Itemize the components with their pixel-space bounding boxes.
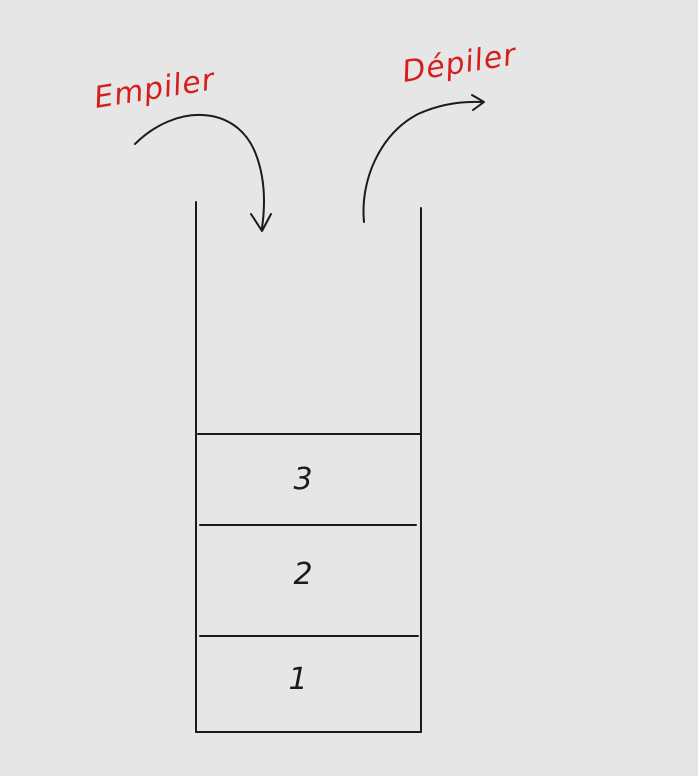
pop-arrow-curve (362, 100, 483, 223)
stack-item-label: 2 (293, 557, 312, 592)
stack-item-label: 1 (288, 662, 307, 697)
push-arrow-head (250, 213, 272, 232)
stack-item-label: 3 (293, 462, 312, 497)
pop-label: Dépiler (400, 37, 520, 90)
push-arrow-curve (134, 113, 265, 229)
push-label: Empiler (92, 62, 218, 116)
pop-arrow-head (471, 94, 485, 111)
